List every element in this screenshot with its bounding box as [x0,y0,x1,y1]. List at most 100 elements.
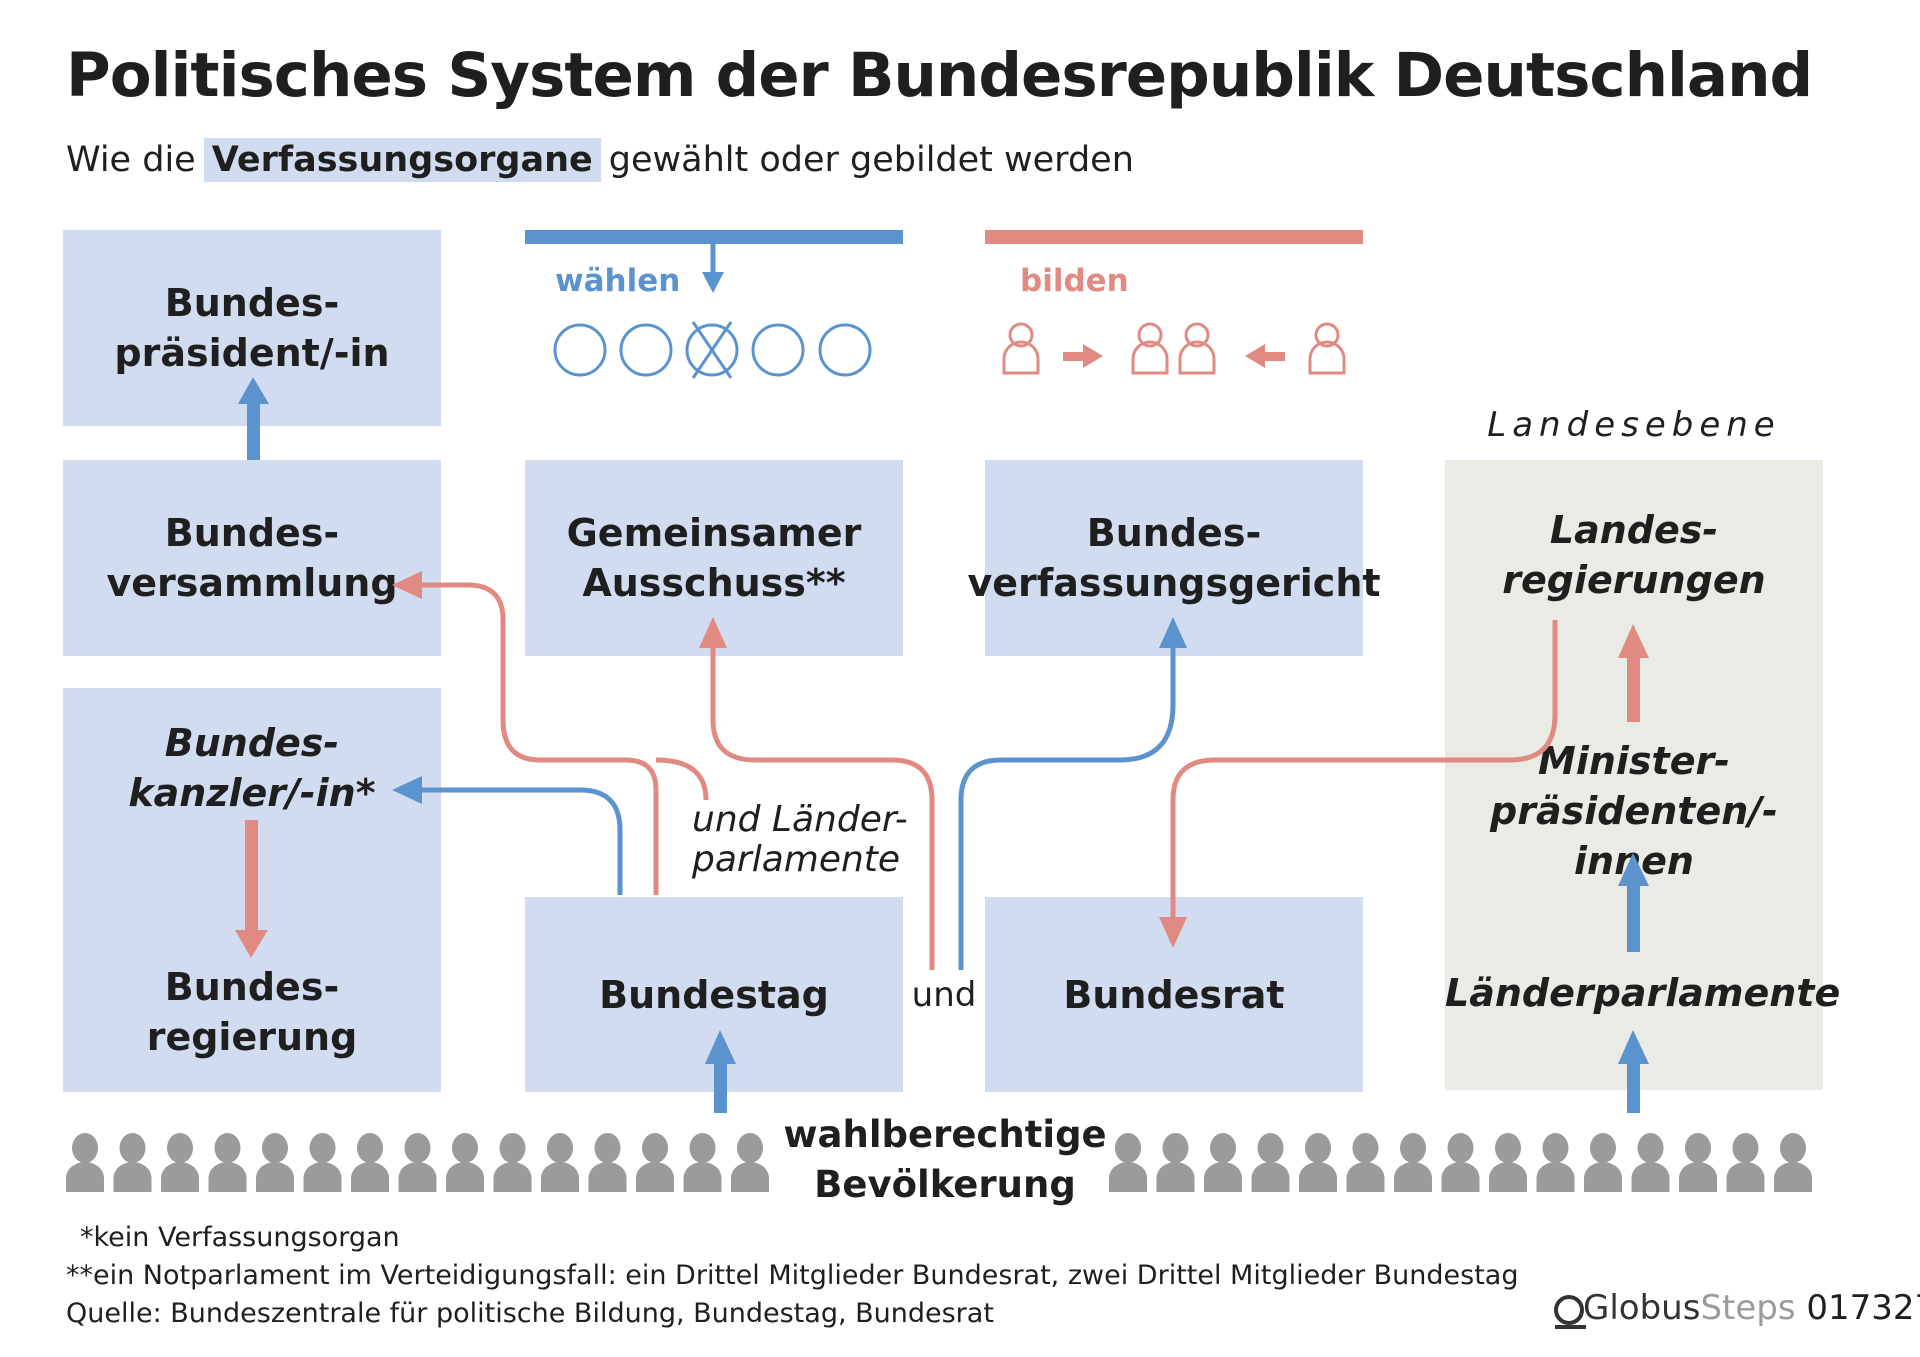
brand-steps: Steps [1700,1288,1796,1328]
arrowhead [699,617,727,648]
person-icon [1584,1162,1622,1192]
arrowhead [235,930,268,958]
box-text: Bundes- [164,511,340,555]
arrow-bundestag-kanzler [420,787,623,895]
box-bundesversammlung: Bundes-versammlung [63,460,441,656]
arrowhead [1618,624,1649,658]
box-text: regierung [146,1015,358,1059]
arrowhead [1159,617,1187,648]
und-laender-line1: und Länder- [692,799,908,840]
person-icon [357,1133,383,1163]
person-icon [1109,1162,1147,1192]
box-text: Bundesrat [1063,972,1285,1017]
person-icon [683,1162,722,1192]
person-icon [737,1133,763,1163]
person-icon [167,1133,193,1163]
people-icons [66,1133,1812,1192]
box-text: Bundestag [599,972,829,1017]
legend-waehlen: wählen [555,263,681,299]
person-icon [1780,1133,1806,1163]
person-icon [1631,1162,1670,1192]
arrow-to-bverfg [958,648,1176,980]
person-icon [351,1162,389,1192]
brand: GlobusSteps 017327 [1583,1288,1920,1328]
person-icon [493,1162,532,1192]
footnote-2: **ein Notparlament im Verteidigungsfall:… [66,1260,1519,1291]
arrow-kanzler-regierung [245,820,258,938]
person-icon [208,1162,247,1192]
und-laender-line2: parlamente [692,839,901,880]
person-icon [1257,1133,1284,1163]
box-kanzler-regierung: Bundes-kanzler/-in* [63,688,441,1092]
box-text: verfassungsgericht [967,561,1381,605]
box-text: Bundes- [1086,511,1262,555]
brand-globus: Globus [1583,1288,1701,1328]
box-text: versammlung [106,561,398,605]
box-text: Ausschuss** [582,561,846,605]
person-icon [588,1162,627,1192]
subtitle-highlight: Verfassungsorgane [203,138,601,182]
arrow-laenderparlamente-versammlung [655,757,709,815]
landesebene-label: Landesebene [1487,405,1781,445]
box-text: präsident/-in [114,331,390,375]
subtitle-before: Wie die [66,140,196,180]
person-icon [1637,1133,1664,1163]
person-icon [72,1133,98,1163]
form-arrows [1063,344,1285,368]
und-laenderparlamente-label: und Länder- parlamente [688,800,912,880]
arrowhead [705,1030,736,1064]
arrowhead [238,377,269,404]
bevoelkerung-line1: wahlberechtige [783,1113,1107,1156]
arrowhead [392,776,422,804]
arrowhead [1618,853,1649,886]
person-icon [1590,1133,1616,1163]
arrow-bundestag-versammlung [420,582,659,895]
person-icon [452,1133,478,1163]
footnote-1: *kein Verfassungsorgan [80,1222,400,1253]
person-icon [1162,1133,1189,1163]
arrow-volk-laenderparlamente [1627,1060,1640,1113]
person-icon [636,1162,674,1192]
person-icon [309,1133,336,1163]
person-icon [594,1133,621,1163]
person-icon [541,1162,579,1192]
label-bundesregierung: Bundes-regierung [63,962,441,1062]
person-icon [398,1162,437,1192]
legend-bar-pink [985,230,1363,244]
person-icon [1726,1162,1765,1192]
person-icon [1352,1133,1379,1163]
person-icon [1447,1133,1474,1163]
person-icon [499,1133,526,1163]
arrow-laenderparlamente-minister [1627,880,1640,952]
arrow-volk-bundestag [714,1060,727,1113]
legend-bar-blue [525,230,903,244]
person-icon [161,1162,199,1192]
bevoelkerung-line2: Bevölkerung [814,1163,1076,1206]
person-icon [1489,1162,1527,1192]
label-landesregierungen: Landes-regierungen [1445,505,1823,605]
person-icon [1400,1133,1426,1163]
person-icon [731,1162,769,1192]
arrow-to-ausschuss [710,648,935,980]
arrowhead [1159,917,1187,948]
person-icon [1774,1162,1812,1192]
arrow-landesregierung-bundesrat [1170,620,1558,920]
person-icon [113,1162,152,1192]
landesebene-panel [1445,460,1823,1090]
arrow-minister-landesregierung [1627,652,1640,722]
label-ministerpraesidenten: Minister-präsidenten/-innen [1445,736,1823,886]
box-text: regierungen [1502,558,1766,602]
box-text: Bundes- [164,965,340,1009]
person-icon [689,1133,716,1163]
subtitle-after: gewählt oder gebildet werden [608,140,1134,180]
person-icon [1685,1133,1711,1163]
person-icon [446,1162,484,1192]
person-icon [1732,1133,1759,1163]
ballot-icon [553,321,872,379]
arrowhead [1618,1030,1649,1064]
person-icon [1679,1162,1717,1192]
form-people-icon [1002,322,1346,375]
person-icon [1495,1133,1521,1163]
